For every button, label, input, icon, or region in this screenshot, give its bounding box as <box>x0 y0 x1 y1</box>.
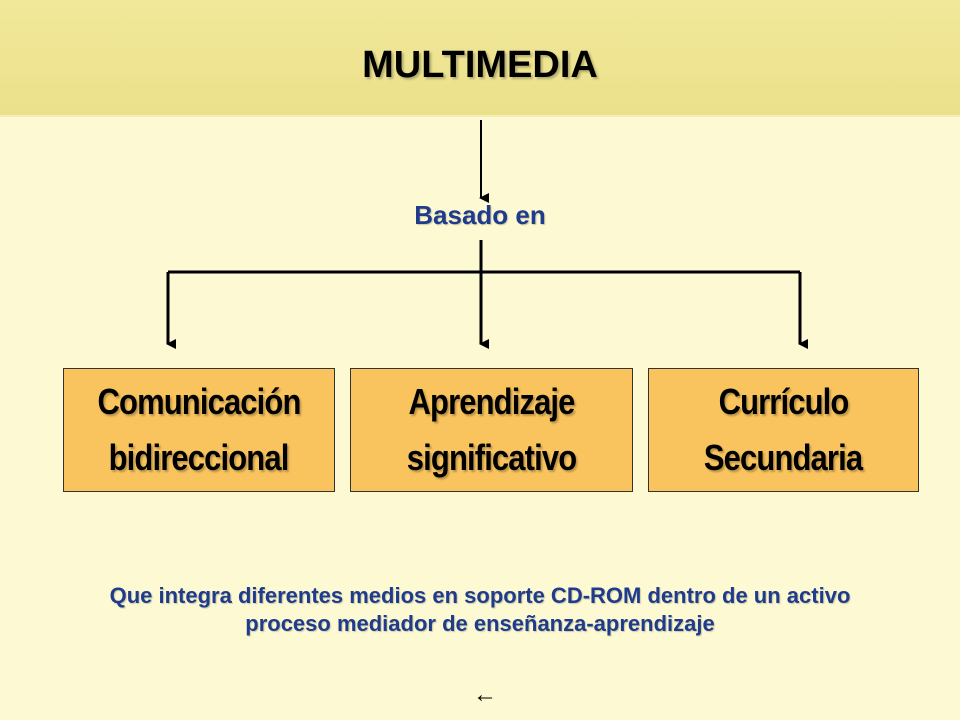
connector-label: Basado en <box>414 200 546 230</box>
box-curriculo-line1: Currículo <box>718 381 850 422</box>
back-arrow-icon[interactable]: ← <box>473 681 497 708</box>
box-aprendizaje: Aprendizaje significativo <box>350 368 633 492</box>
box-comunicacion: Comunicación bidireccional <box>63 368 335 492</box>
footnote-line1: Que integra diferentes medios en soporte… <box>109 583 851 608</box>
box-aprendizaje-line2: significativo <box>406 437 577 478</box>
diagram-title: MULTIMEDIA <box>362 44 598 86</box>
header-band <box>0 0 960 117</box>
box-curriculo: Currículo Secundaria <box>648 368 919 492</box>
footnote-line2: proceso mediador de enseñanza-aprendizaj… <box>245 611 715 636</box>
box-comunicacion-line2: bidireccional <box>109 437 290 478</box>
box-aprendizaje-line1: Aprendizaje <box>408 381 575 422</box>
box-curriculo-line2: Secundaria <box>704 437 863 478</box>
box-comunicacion-line1: Comunicación <box>97 381 302 422</box>
footnote: Que integra diferentes medios en soporte… <box>40 582 920 638</box>
